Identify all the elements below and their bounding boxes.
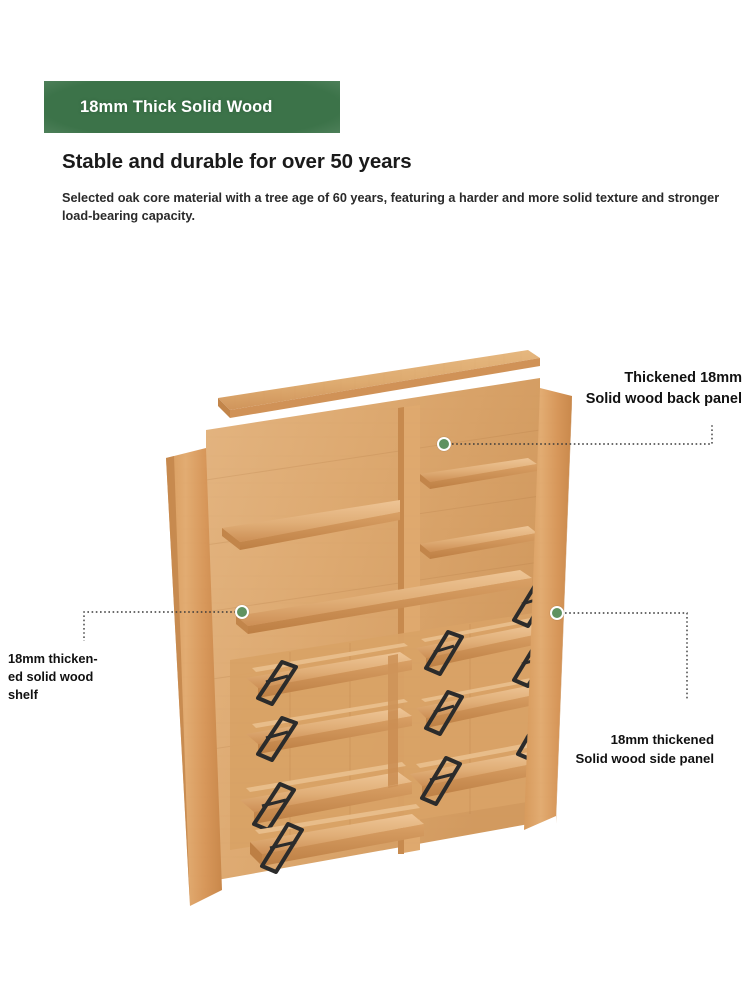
callout-shelf-line2: ed solid wood [8, 669, 94, 685]
shelf-upper-left [222, 500, 400, 550]
side-panel-left-part [166, 448, 222, 906]
shoe-rack-left-2 [246, 699, 412, 762]
shelf-mid-right [420, 526, 537, 559]
callout-back-panel-line2: Solid wood back panel [585, 390, 742, 407]
callout-shelf-line3: shelf [8, 687, 38, 703]
callout-side-panel: 18mm thickened Solid wood side panel [414, 731, 714, 768]
callout-shelf-line1: 18mm thicken- [8, 651, 98, 666]
page-description: Selected oak core material with a tree a… [62, 191, 720, 224]
page-headline: Stable and durable for over 50 years [62, 150, 412, 173]
shoe-rack-left-3 [240, 762, 412, 832]
product-illustration [0, 330, 750, 930]
side-panel-right-part [524, 388, 572, 830]
shoe-rack-right-3 [410, 714, 556, 806]
rack-dividers-left [388, 654, 398, 788]
shoe-rack-bottom [250, 804, 424, 874]
shelf-middle-long [236, 570, 532, 634]
callout-back-panel-line1: Thickened 18mm [624, 370, 742, 386]
banner-badge: 18mm Thick Solid Wood [44, 81, 340, 133]
callout-marker-shelf[interactable] [235, 605, 249, 619]
callout-side-panel-line1: 18mm thickened [610, 732, 714, 747]
callout-marker-side-panel[interactable] [550, 606, 564, 620]
shoe-rack-left-1 [246, 643, 412, 706]
callout-side-panel-line2: Solid wood side panel [575, 750, 714, 766]
top-panel-part [218, 350, 540, 418]
callout-marker-back-panel[interactable] [437, 437, 451, 451]
shoe-rack-right-1 [416, 582, 552, 676]
banner-label: 18mm Thick Solid Wood [80, 97, 273, 116]
callout-back-panel: Thickened 18mm Solid wood back panel [442, 368, 742, 409]
callout-shelf: 18mm thicken- ed solid wood shelf [8, 650, 126, 704]
shelf-upper-right [420, 458, 537, 489]
